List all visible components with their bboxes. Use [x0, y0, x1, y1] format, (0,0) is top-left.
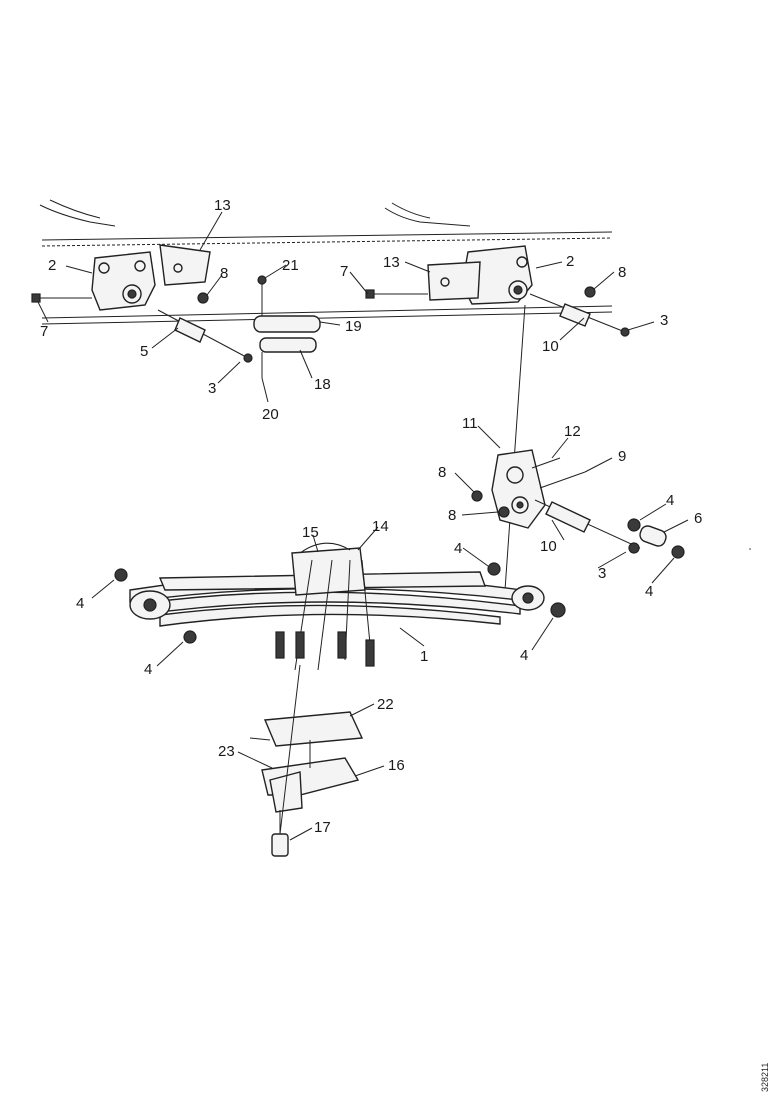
callout-19: 19	[345, 318, 362, 335]
callout-6: 6	[694, 510, 702, 527]
callout-1: 1	[420, 648, 428, 665]
callout-8-right: 8	[618, 264, 626, 281]
shackle-link	[504, 304, 526, 591]
callout-2-right: 2	[566, 253, 574, 270]
leaf-spring	[114, 562, 566, 644]
reference-number: 328211	[760, 1063, 770, 1092]
shackle-pin-10-lower	[534, 499, 641, 554]
u-bolt-clamp	[275, 542, 375, 671]
left-bolt	[31, 293, 92, 303]
leader-lines	[37, 211, 689, 841]
callout-13-right: 13	[383, 254, 400, 271]
callout-8-bracket-a: 8	[438, 464, 446, 481]
callout-23: 23	[218, 743, 235, 760]
spring-plate-22	[263, 711, 364, 747]
stray-mark	[749, 548, 751, 550]
callout-4-e: 4	[666, 492, 674, 509]
left-bracket-13	[159, 244, 211, 286]
left-hanger-bracket	[91, 251, 156, 311]
callout-11: 11	[462, 415, 478, 432]
leader-23-tail	[249, 737, 271, 741]
callout-5: 5	[140, 343, 148, 360]
shackle-pin-5	[157, 309, 253, 363]
callout-4-f: 4	[645, 583, 653, 600]
callout-22: 22	[377, 696, 394, 713]
callout-4-b: 4	[144, 661, 152, 678]
nut-8-left	[197, 292, 209, 304]
callout-16: 16	[388, 757, 405, 774]
callout-21: 21	[282, 257, 299, 274]
callout-17: 17	[314, 819, 331, 836]
callout-18: 18	[314, 376, 331, 393]
shackle-bracket-11	[471, 449, 586, 529]
callout-20: 20	[262, 406, 279, 423]
callout-3-right: 3	[660, 312, 668, 329]
callout-4-d: 4	[520, 647, 528, 664]
callout-12: 12	[564, 423, 581, 440]
bump-stop-assembly	[253, 275, 321, 378]
u-bolt-line	[279, 664, 301, 835]
callout-15: 15	[302, 524, 319, 541]
callout-14: 14	[372, 518, 389, 535]
callout-7-right: 7	[340, 263, 348, 280]
callout-3-lower: 3	[598, 565, 606, 582]
callout-3-left: 3	[208, 380, 216, 397]
axle-seat-16	[261, 740, 360, 813]
callout-4-a: 4	[76, 595, 84, 612]
callout-4-c: 4	[454, 540, 462, 557]
callout-8-left: 8	[220, 265, 228, 282]
right-bolt	[365, 289, 428, 299]
shackle-pin-10-top	[529, 293, 630, 337]
callout-10-lower: 10	[540, 538, 557, 555]
callout-8-bracket-b: 8	[448, 507, 456, 524]
callout-10-top: 10	[542, 338, 559, 355]
nut-8-right	[584, 286, 596, 298]
callout-7-left: 7	[40, 323, 48, 340]
callout-2-left: 2	[48, 257, 56, 274]
frame-rail	[39, 199, 613, 325]
right-bracket-13	[427, 261, 481, 301]
bushing-6	[639, 525, 685, 559]
callout-13-left: 13	[214, 197, 231, 214]
callout-labels: 1 2 2 3 3 3 4 4 4 4 4 4 4 4 5 6 7 7 8 8 …	[40, 197, 702, 836]
callout-9: 9	[618, 448, 626, 465]
